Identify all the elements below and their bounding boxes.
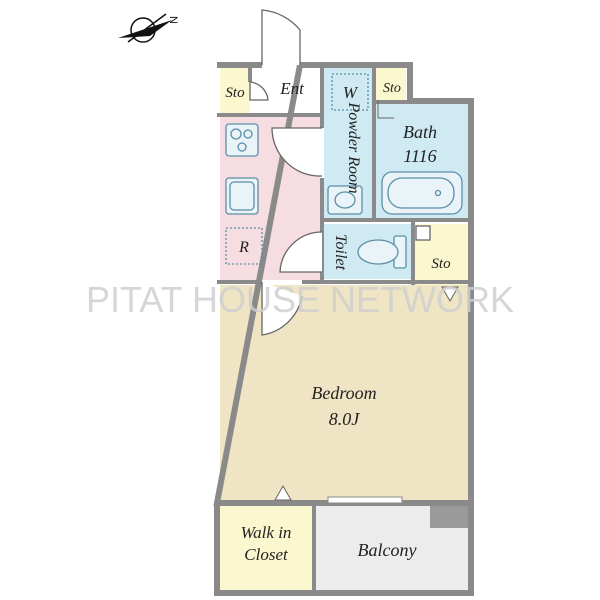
label-storage-entrance: Sto [225, 85, 245, 101]
compass-label: N [167, 16, 179, 24]
bathtub-icon [381, 171, 463, 215]
storage-side-arrow [441, 286, 459, 303]
bedroom-door [261, 282, 303, 336]
label-storage-side: Sto [431, 256, 451, 272]
label-refrigerator: R [238, 239, 249, 256]
toilet-bowl-icon [357, 239, 399, 265]
label-washer: W [343, 83, 359, 102]
storage-entrance-floor [220, 68, 250, 115]
fixtures [225, 73, 463, 269]
label-bedroom: Bedroom [311, 383, 376, 403]
walls [213, 62, 474, 596]
label-toilet: Toilet [332, 234, 349, 270]
refrigerator-icon [225, 227, 263, 265]
compass-icon: N [118, 13, 179, 43]
kitchen-sink-icon [225, 177, 259, 215]
label-closet-1: Walk in [241, 523, 292, 542]
label-bath-size: 1116 [403, 146, 436, 166]
label-entrance: Ent [279, 79, 305, 98]
windows [327, 496, 403, 504]
watermark: PITAT HOUSE NETWORK [86, 279, 514, 320]
storage-entrance-door [249, 81, 269, 101]
label-bedroom-size: 8.0J [329, 409, 361, 429]
powder-room-door [271, 127, 323, 177]
entrance-door [261, 9, 301, 65]
label-storage-top: Sto [383, 81, 401, 96]
doors [249, 9, 394, 336]
label-powder-room: Powder Room [345, 101, 362, 193]
basin-icon [327, 185, 363, 215]
stove-icon [225, 123, 259, 157]
storage-top-floor [376, 68, 406, 102]
closet-arrow [274, 484, 292, 501]
label-balcony: Balcony [358, 540, 417, 560]
washer-icon [331, 73, 369, 111]
label-closet-2: Closet [244, 545, 289, 564]
toilet-door [279, 231, 323, 273]
inner-walls [217, 65, 471, 593]
label-bath: Bath [403, 122, 437, 142]
meter-box-icon [415, 225, 431, 241]
bath-door [377, 100, 394, 119]
bedroom-floor [220, 285, 468, 500]
closet-floor [220, 505, 312, 590]
